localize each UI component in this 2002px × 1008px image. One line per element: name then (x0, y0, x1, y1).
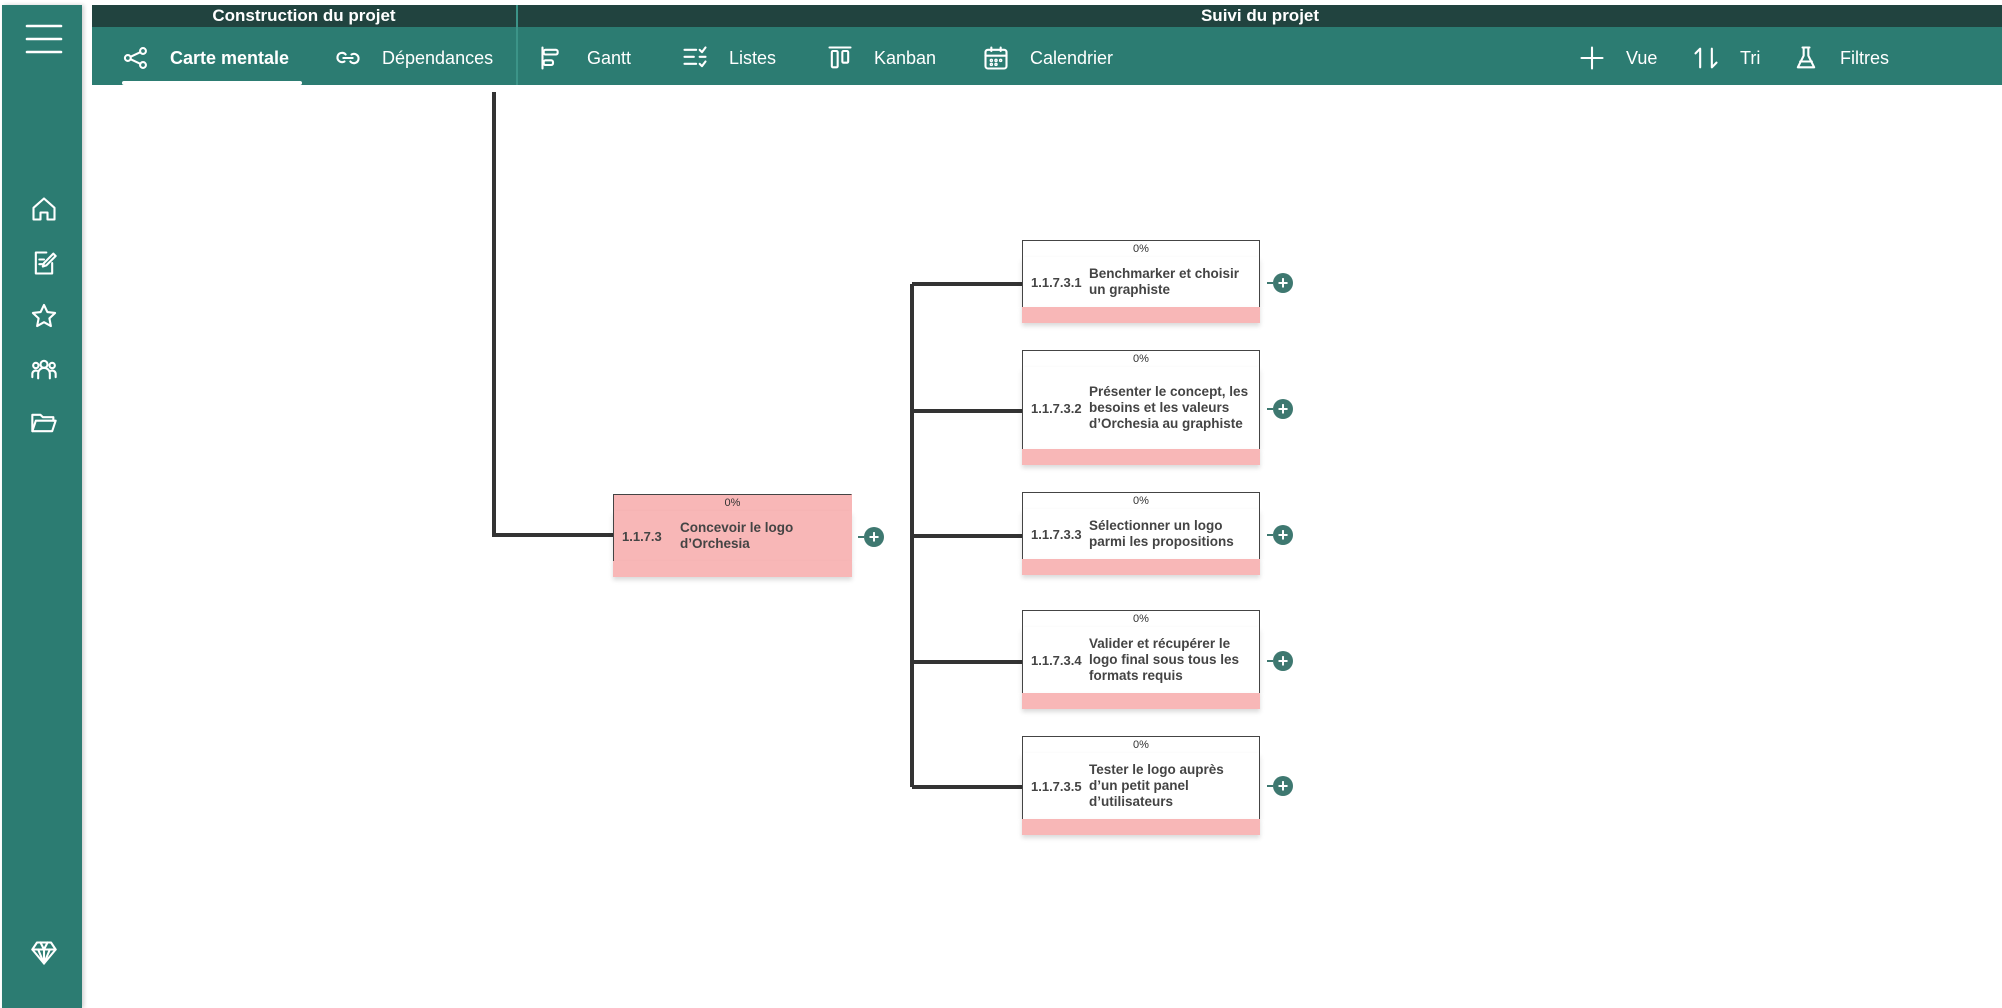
tab-listes[interactable]: Listes (681, 33, 776, 83)
section-suivi-title: Suivi du projet (518, 5, 2002, 27)
task-code: 1.1.7.3.4 (1031, 652, 1082, 668)
task-title: Concevoir le logo d’Orchesia (680, 520, 794, 551)
checklist-icon (683, 46, 707, 68)
calendar-icon (984, 46, 1008, 70)
tab-mindmap-label: Carte mentale (170, 47, 290, 68)
add-subtask-button[interactable]: + (1267, 399, 1293, 419)
flask-icon (1796, 46, 1816, 69)
add-subtask-button[interactable]: + (1267, 651, 1293, 671)
tab-kanban-label: Kanban (874, 47, 937, 68)
task-progress: 0% (1022, 492, 1260, 509)
connector-parent (492, 92, 614, 537)
home-icon[interactable] (24, 189, 64, 229)
task-title: Présenter le concept, les besoins et les… (1089, 384, 1249, 431)
task-progress: 0% (1022, 736, 1260, 753)
task-node-1-1-7-3-3[interactable]: 0% 1.1.7.3.3 Sélectionner un logo parmi … (1022, 492, 1260, 575)
menu-icon[interactable] (20, 17, 68, 61)
task-node-1-1-7-3[interactable]: 0% 1.1.7.3 Concevoir le logo d’Orchesia (613, 494, 852, 577)
filters-button[interactable]: Filtres (1792, 33, 1889, 83)
folder-icon[interactable] (24, 403, 64, 443)
task-progress: 0% (1022, 350, 1260, 367)
task-code: 1.1.7.3 (622, 528, 662, 544)
task-progress: 0% (1022, 240, 1260, 257)
task-title: Tester le logo auprès d’un petit panel d… (1089, 762, 1224, 809)
kanban-icon (828, 46, 852, 69)
sort-icon (1694, 47, 1718, 69)
task-footer (1022, 307, 1260, 323)
task-node-1-1-7-3-4[interactable]: 0% 1.1.7.3.4 Valider et récupérer le log… (1022, 610, 1260, 709)
sort-label: Tri (1740, 47, 1761, 68)
add-subtask-button[interactable]: + (1267, 273, 1293, 293)
add-subtask-button[interactable]: + (1267, 525, 1293, 545)
task-code: 1.1.7.3.1 (1031, 274, 1082, 290)
task-node-1-1-7-3-2[interactable]: 0% 1.1.7.3.2 Présenter le concept, les b… (1022, 350, 1260, 465)
task-node-1-1-7-3-1[interactable]: 0% 1.1.7.3.1 Benchmarker et choisir un g… (1022, 240, 1260, 323)
task-progress: 0% (1022, 610, 1260, 627)
section-construction-title: Construction du projet (92, 5, 516, 27)
task-title: Sélectionner un logo parmi les propositi… (1089, 518, 1234, 549)
tab-dependances-label: Dépendances (382, 47, 494, 68)
add-subtask-button[interactable]: + (1267, 776, 1293, 796)
section-divider (516, 5, 518, 85)
task-code: 1.1.7.3.2 (1031, 400, 1082, 416)
task-footer (1022, 449, 1260, 465)
view-toolbar: Construction du projet Suivi du projet C… (92, 5, 2002, 85)
add-subtask-button[interactable]: + (858, 527, 884, 547)
add-view-button[interactable]: Vue (1578, 33, 1657, 83)
sort-button[interactable]: Tri (1692, 33, 1760, 83)
task-footer (1022, 693, 1260, 709)
plus-icon (1580, 46, 1604, 70)
star-icon[interactable] (24, 296, 64, 336)
gantt-icon (541, 46, 559, 70)
link-icon (336, 51, 360, 65)
tab-mindmap[interactable]: Carte mentale (122, 33, 289, 83)
task-footer (613, 561, 852, 577)
task-title: Valider et récupérer le logo final sous … (1089, 636, 1240, 683)
tab-gantt[interactable]: Gantt (539, 33, 631, 83)
team-icon[interactable] (24, 349, 64, 389)
task-footer (1022, 819, 1260, 835)
task-code: 1.1.7.3.5 (1031, 778, 1082, 794)
task-node-1-1-7-3-5[interactable]: 0% 1.1.7.3.5 Tester le logo auprès d’un … (1022, 736, 1260, 835)
task-code: 1.1.7.3.3 (1031, 526, 1082, 542)
task-progress: 0% (613, 494, 852, 511)
tab-calendrier-label: Calendrier (1030, 47, 1114, 68)
task-title: Benchmarker et choisir un graphiste (1089, 266, 1240, 297)
tab-dependances[interactable]: Dépendances (334, 33, 493, 83)
tab-kanban[interactable]: Kanban (826, 33, 936, 83)
tab-calendrier[interactable]: Calendrier (982, 33, 1113, 83)
mindmap-icon (123, 47, 147, 69)
tab-listes-label: Listes (729, 47, 777, 68)
tab-gantt-label: Gantt (587, 47, 632, 68)
active-tab-indicator (122, 81, 302, 85)
filters-label: Filtres (1840, 47, 1889, 68)
diamond-icon[interactable] (24, 933, 64, 973)
edit-icon[interactable] (24, 243, 64, 283)
sidebar (2, 5, 82, 1008)
add-view-label: Vue (1626, 47, 1658, 68)
task-footer (1022, 559, 1260, 575)
